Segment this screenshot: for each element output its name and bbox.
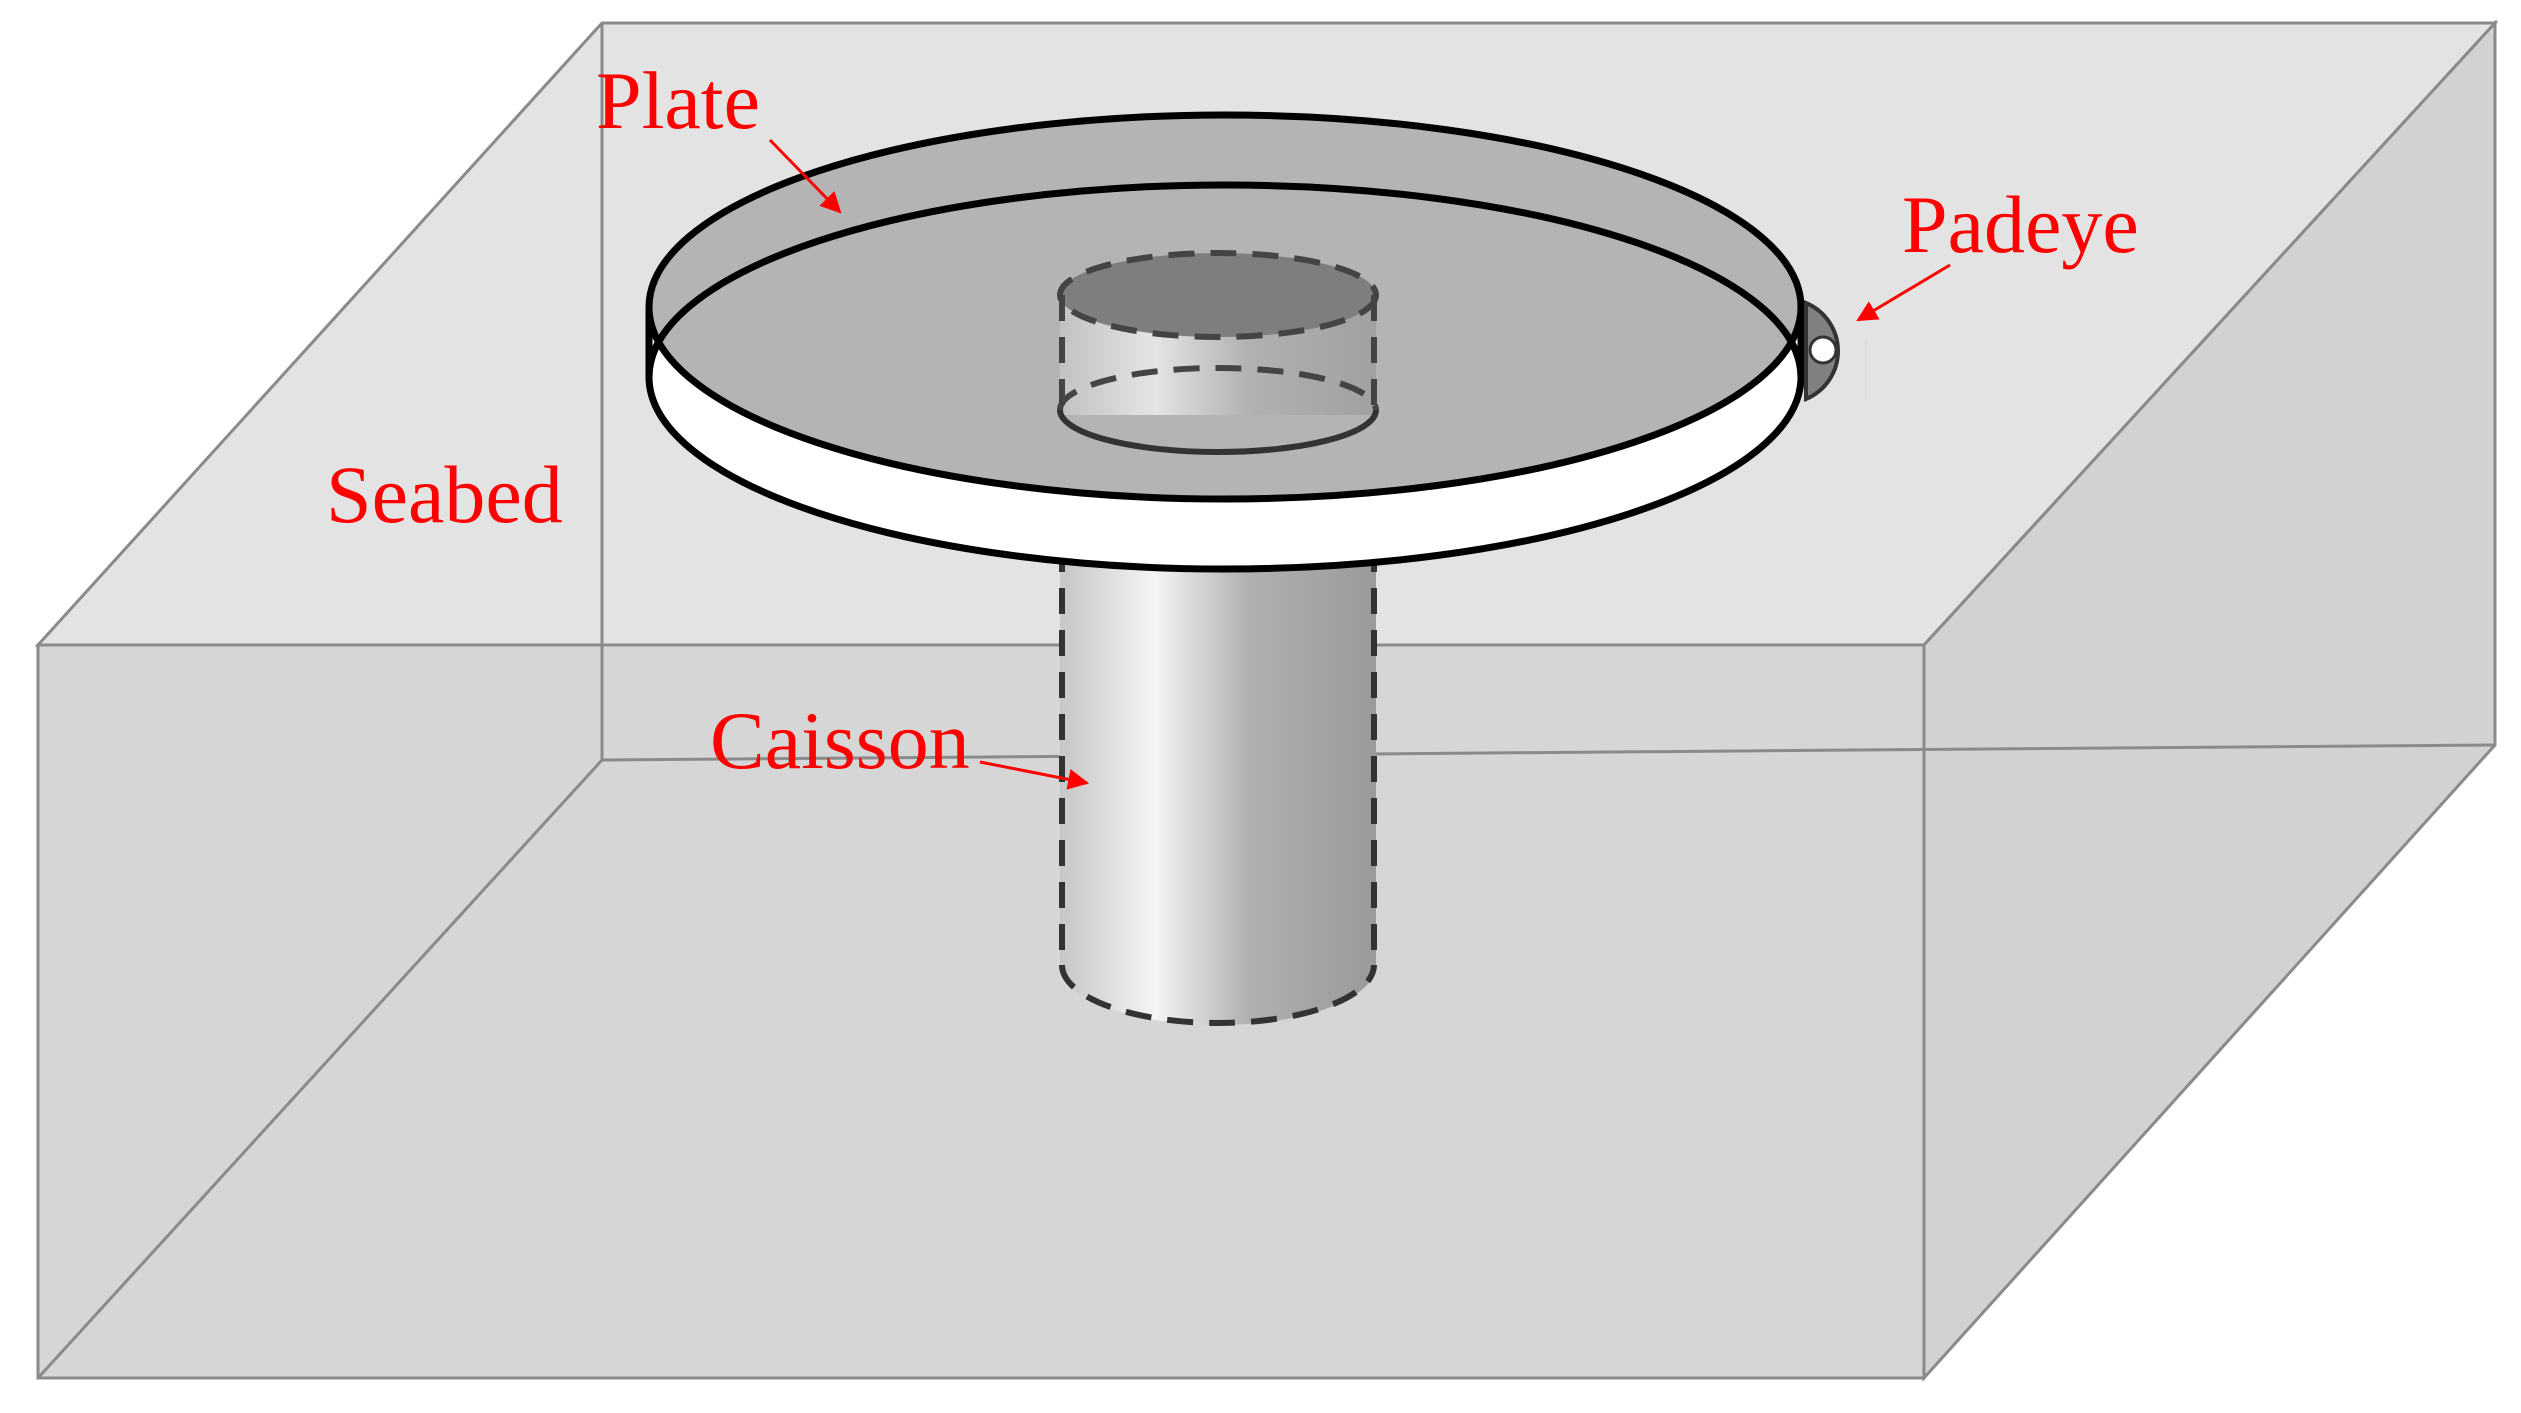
label-arrows: [768, 138, 1951, 790]
plate-inner-rim: [645, 181, 1805, 378]
caisson-top-lid: [1057, 250, 1379, 340]
seabed-front-face: [36, 643, 1926, 1380]
seabed-label: Seabed: [326, 449, 563, 540]
plate-label: Plate: [596, 55, 760, 146]
padeye-hole: [1808, 335, 1838, 365]
padeye: [1804, 299, 1868, 403]
caisson-bottom-fill: [1060, 965, 1376, 1025]
padeye-label: Padeye: [1902, 179, 2139, 270]
plate: [645, 111, 1805, 573]
caisson-arrow: [979, 760, 1090, 790]
plate-arrow: [768, 138, 842, 214]
caisson-bottom-rim: [1059, 964, 1377, 1026]
seabed-hidden-edges: [36, 23, 2496, 1380]
caisson-top-through-plate: [1057, 250, 1379, 455]
padeye-arrow: [1856, 263, 1951, 322]
caisson-label: Caisson: [710, 695, 970, 786]
caisson-plate-junction: [1057, 409, 1379, 455]
